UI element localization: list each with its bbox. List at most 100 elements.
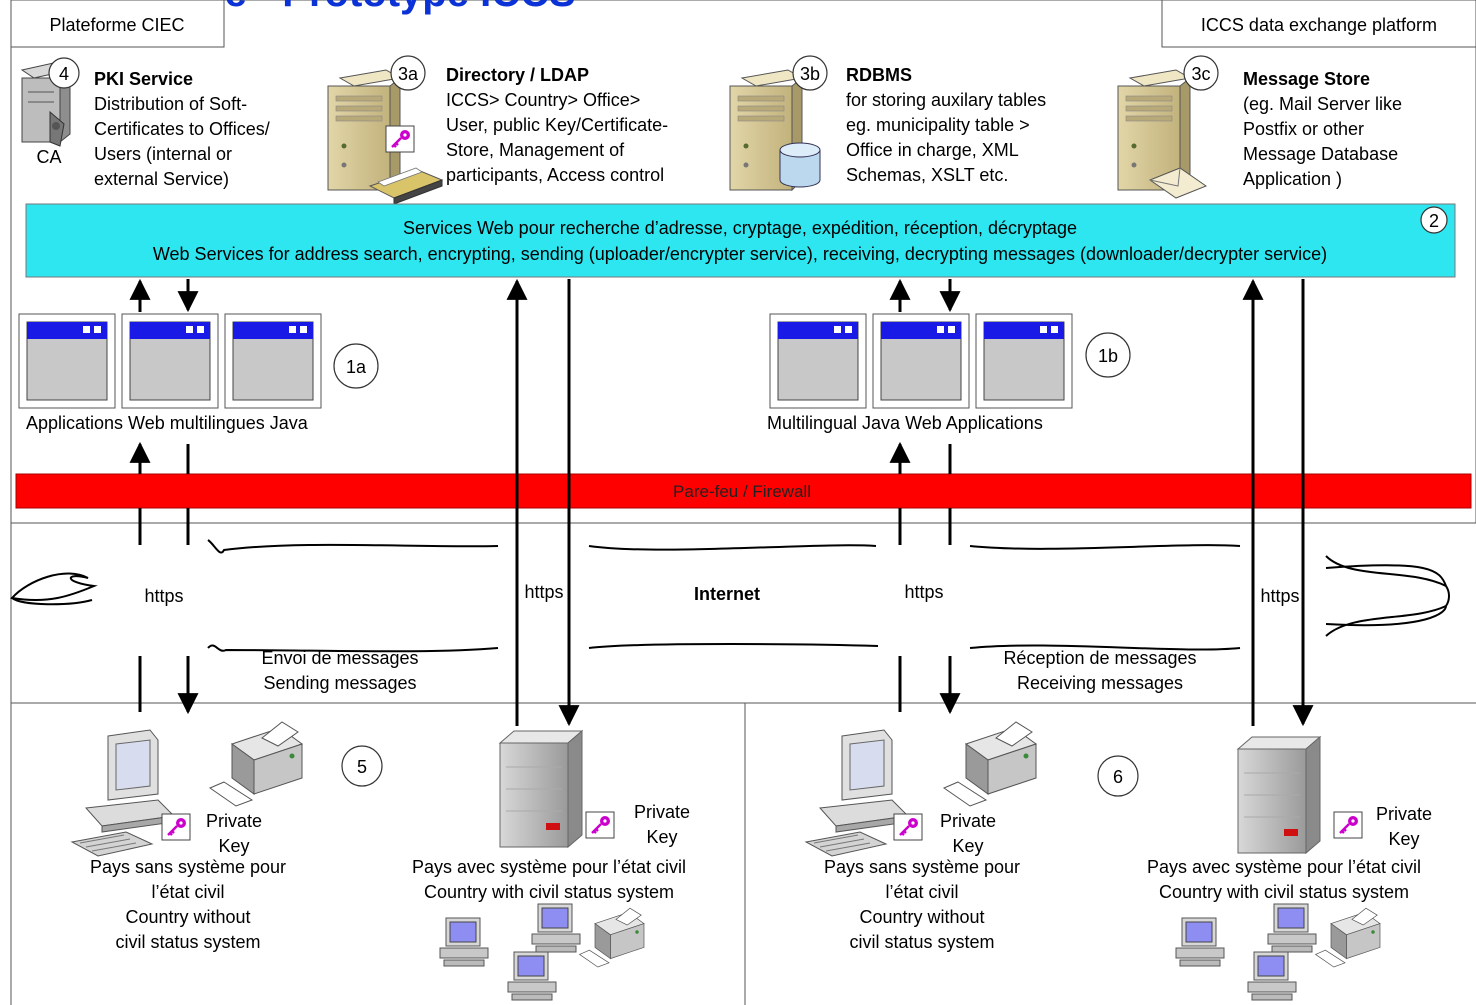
without-system-6-line-1: Pays sans système pour — [824, 857, 1020, 877]
badge-2-label: 2 — [1429, 211, 1439, 231]
internet-cloud — [10, 539, 1450, 653]
firewall-band — [15, 473, 1472, 509]
without-system-6-line-3: Country without — [859, 907, 984, 927]
ldap-desc-line-1: ICCS> Country> Office> — [446, 90, 640, 110]
ldap-card-tray-icon — [368, 167, 444, 205]
badge-1b-label: 1b — [1098, 346, 1118, 366]
https-label-3: https — [904, 582, 943, 602]
badge-4 — [48, 57, 80, 89]
badge-3a — [390, 55, 426, 91]
with-system-left-line-2: Country with civil status system — [424, 882, 674, 902]
sending-label-fr: Envoi de messages — [261, 648, 418, 668]
app-window-1b-2 — [872, 313, 970, 409]
with-system-left-line-1: Pays avec système pour l’état civil — [412, 857, 686, 877]
data-flow-arrows — [129, 278, 1314, 727]
key-icon-6 — [892, 812, 924, 842]
badge-3c-label: 3c — [1191, 64, 1210, 84]
with-system-right-line-2: Country with civil status system — [1159, 882, 1409, 902]
exchange-platform-label-box — [1161, 0, 1476, 48]
ca-server-icon — [20, 61, 72, 147]
internet-label: Internet — [694, 584, 760, 604]
private-key-label-left-line-1: Private — [634, 802, 690, 822]
https-label-1: https — [144, 586, 183, 606]
badge-6 — [1097, 755, 1139, 797]
https-label-4: https — [1260, 586, 1299, 606]
apps-label-en: Multilingual Java Web Applications — [767, 413, 1043, 433]
badge-4-label: 4 — [59, 64, 69, 84]
badge-1b — [1085, 332, 1131, 378]
printer-icon-left-network — [579, 907, 645, 968]
rdbms-desc-line-1: for storing auxilary tables — [846, 90, 1046, 110]
badge-5 — [341, 745, 383, 787]
badge-5-label: 5 — [357, 757, 367, 777]
without-system-5-line-2: l’état civil — [151, 882, 224, 902]
badge-3b-label: 3b — [800, 64, 820, 84]
receiving-label-fr: Réception de messages — [1003, 648, 1196, 668]
desktop-pc-icon-6 — [805, 729, 909, 857]
app-window-1a-2 — [121, 313, 219, 409]
key-icon-server-left — [584, 810, 616, 840]
printer-icon-5 — [209, 721, 303, 807]
without-system-5-line-4: civil status system — [115, 932, 260, 952]
ldap-title: Directory / LDAP — [446, 65, 589, 85]
badge-1a — [333, 343, 379, 389]
platform-label: Plateforme CIEC — [49, 15, 184, 35]
private-key-label-5-line-1: Private — [206, 811, 262, 831]
app-window-1b-1 — [769, 313, 867, 409]
key-icon-5 — [160, 812, 192, 842]
workstation-icon-left-1 — [439, 917, 489, 967]
exchange-platform-label: ICCS data exchange platform — [1201, 15, 1437, 35]
app-window-1a-3 — [224, 313, 322, 409]
ldap-desc-line-2: User, public Key/Certificate- — [446, 115, 668, 135]
pki-desc-line-2: Certificates to Offices/ — [94, 119, 270, 139]
pki-desc-line-1: Distribution of Soft- — [94, 94, 247, 114]
receiving-label-en: Receiving messages — [1017, 673, 1183, 693]
rdbms-desc-line-3: Office in charge, XML — [846, 140, 1019, 160]
message-store-desc-line-1: (eg. Mail Server like — [1243, 94, 1402, 114]
workstation-icon-right-1 — [1175, 917, 1225, 967]
desktop-pc-icon-5 — [71, 729, 175, 857]
database-cylinder-icon — [779, 142, 821, 188]
key-icon-server-right — [1332, 810, 1364, 840]
firewall-label: Pare-feu / Firewall — [673, 482, 811, 501]
badge-3b — [792, 55, 828, 91]
with-system-right-line-1: Pays avec système pour l’état civil — [1147, 857, 1421, 877]
workstation-icon-right-3 — [1247, 951, 1297, 1001]
web-services-line-fr: Services Web pour recherche d’adresse, c… — [403, 218, 1077, 238]
message-store-desc-line-3: Message Database — [1243, 144, 1398, 164]
rdbms-title: RDBMS — [846, 65, 912, 85]
ca-label: CA — [36, 147, 61, 167]
https-label-2: https — [524, 582, 563, 602]
platform-label-box — [10, 0, 225, 48]
workstation-icon-left-2 — [531, 903, 581, 953]
without-system-6-line-2: l’état civil — [885, 882, 958, 902]
private-key-label-left-line-2: Key — [646, 827, 677, 847]
ldap-desc-line-3: Store, Management of — [446, 140, 625, 160]
civil-status-server-icon-left — [499, 730, 583, 848]
private-key-label-6-line-1: Private — [940, 811, 996, 831]
envelope-icon — [1148, 167, 1208, 199]
badge-3c — [1183, 55, 1219, 91]
apps-label-fr: Applications Web multilingues Java — [26, 413, 309, 433]
badge-3a-label: 3a — [398, 64, 419, 84]
ldap-key-icon — [384, 124, 416, 154]
message-store-desc-line-4: Application ) — [1243, 169, 1342, 189]
private-key-label-5-line-2: Key — [218, 836, 249, 856]
pki-desc-line-4: external Service) — [94, 169, 229, 189]
private-key-label-right-line-1: Private — [1376, 804, 1432, 824]
sending-label-en: Sending messages — [263, 673, 416, 693]
app-window-1b-3 — [975, 313, 1073, 409]
pki-desc-line-3: Users (internal or — [94, 144, 232, 164]
web-services-band — [25, 203, 1456, 278]
badge-6-label: 6 — [1113, 767, 1123, 787]
message-store-desc-line-2: Postfix or other — [1243, 119, 1364, 139]
app-window-1a-1 — [18, 313, 116, 409]
badge-1a-label: 1a — [346, 357, 367, 377]
rdbms-desc-line-4: Schemas, XSLT etc. — [846, 165, 1008, 185]
message-store-title: Message Store — [1243, 69, 1370, 89]
rdbms-desc-line-2: eg. municipality table > — [846, 115, 1030, 135]
without-system-6-line-4: civil status system — [849, 932, 994, 952]
workstation-icon-right-2 — [1267, 903, 1317, 953]
pki-service-title: PKI Service — [94, 69, 193, 89]
